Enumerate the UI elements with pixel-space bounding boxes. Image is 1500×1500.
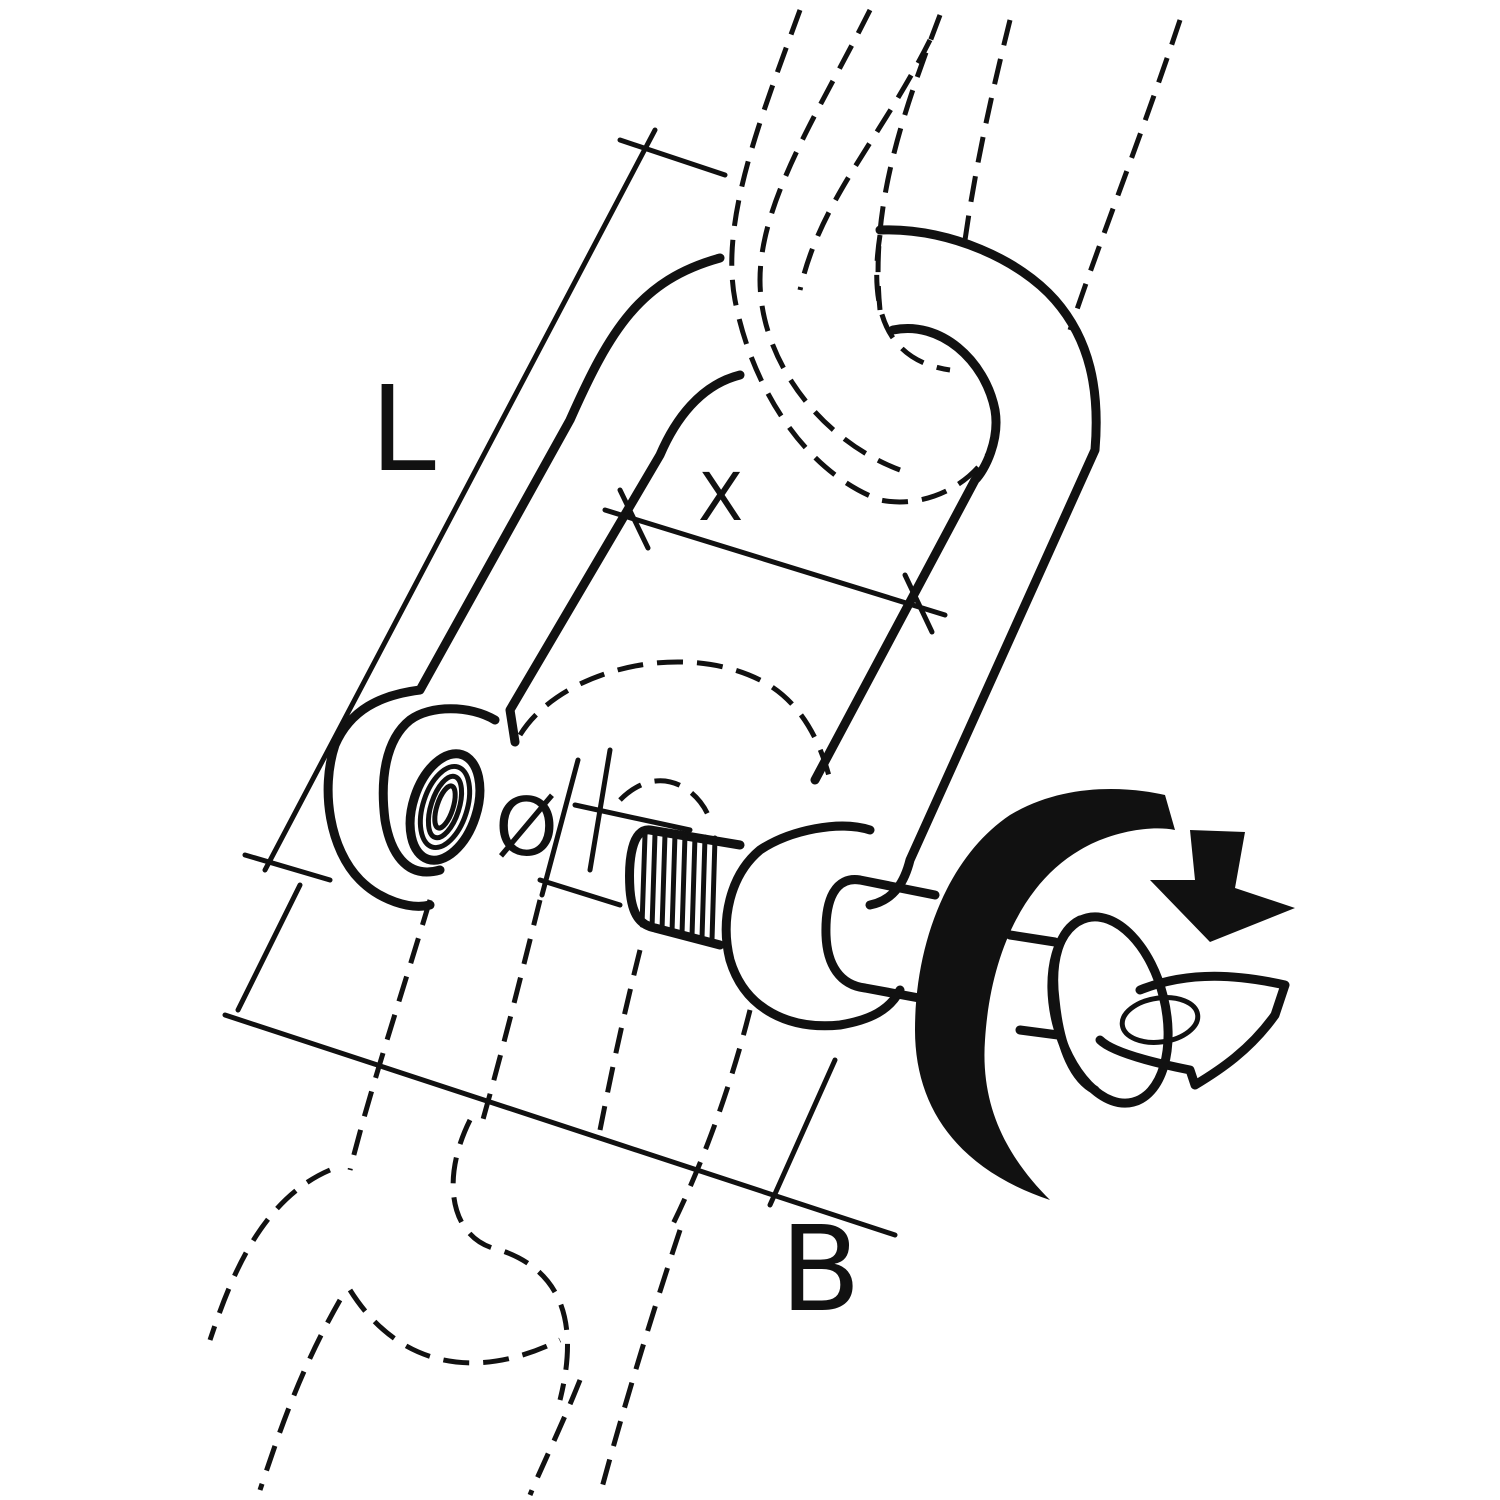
pin-head	[1005, 912, 1290, 1108]
dim-X-tick-left	[617, 487, 651, 551]
dim-X-line	[602, 507, 948, 618]
dim-D-line-a	[572, 802, 693, 833]
dim-D-tick-b	[539, 757, 581, 898]
dim-D-tick-a	[587, 747, 613, 873]
label-L: L	[370, 360, 436, 498]
dim-X-tick-right	[902, 572, 935, 635]
rope-dashed	[729, 8, 1183, 505]
dim-L-bottom-ext	[242, 852, 333, 883]
dimension-lines	[222, 127, 948, 1238]
dim-L-line	[262, 127, 658, 873]
dim-L-top-ext	[617, 137, 728, 178]
shackle-body	[323, 225, 1101, 1031]
dim-B-right-ext	[767, 1057, 838, 1208]
threaded-hole	[405, 749, 485, 865]
dim-B-line	[222, 1012, 898, 1238]
dim-B-left-ext	[235, 882, 303, 1013]
pin-thread	[639, 831, 718, 943]
label-B: B	[780, 1200, 861, 1338]
dim-D-line-b	[537, 877, 623, 908]
label-diameter: Ø	[495, 781, 558, 874]
shackle-pin	[625, 825, 1290, 1108]
label-X: X	[698, 459, 743, 536]
clockwise-rotation-arrow-icon	[915, 789, 1295, 1200]
